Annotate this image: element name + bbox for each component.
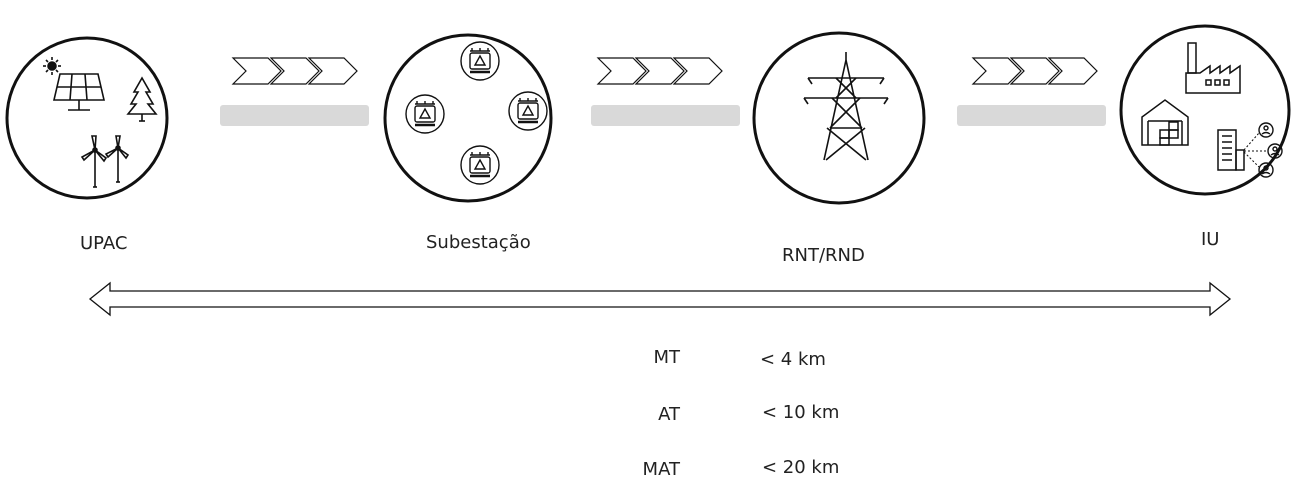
wind-turbine-icon	[80, 135, 130, 188]
connector-2	[591, 57, 740, 126]
chevron-arrows-icon	[231, 57, 358, 85]
connector-3	[957, 57, 1106, 126]
transmission-tower-icon	[803, 52, 889, 161]
chevron-arrows-icon	[596, 57, 723, 85]
transformer-icon	[460, 145, 500, 185]
transformer-icon	[405, 94, 445, 134]
upac-label: UPAC	[80, 233, 128, 254]
connector-bar	[591, 105, 740, 126]
solar-panel-icon	[52, 73, 106, 111]
factory-icon	[1185, 42, 1241, 94]
distance-value: < 4 km	[760, 349, 826, 370]
subestacao-label: Subestação	[426, 232, 531, 253]
upac-node	[5, 36, 169, 200]
distance-level: AT	[658, 404, 680, 425]
rnt-rnd-label: RNT/RND	[782, 245, 865, 266]
person-icon	[1258, 122, 1283, 178]
rnt-rnd-node	[752, 31, 926, 205]
transformer-icon	[508, 91, 548, 131]
warehouse-icon	[1141, 99, 1189, 146]
tree-icon	[126, 76, 158, 122]
chevron-arrows-icon	[971, 57, 1098, 85]
iu-label: IU	[1201, 229, 1220, 250]
distance-level: MT	[653, 347, 680, 368]
transformer-icon	[460, 41, 500, 81]
distance-value: < 20 km	[762, 457, 840, 478]
sun-icon	[43, 57, 61, 75]
distance-level: MAT	[642, 459, 680, 480]
iu-node	[1119, 24, 1291, 196]
connector-bar	[957, 105, 1106, 126]
connector-bar	[220, 105, 369, 126]
distance-value: < 10 km	[762, 402, 840, 423]
double-arrow	[88, 281, 1232, 317]
subestacao-node	[383, 33, 553, 203]
connection-lines	[1243, 132, 1268, 168]
connector-1	[220, 57, 369, 126]
office-building-icon	[1217, 129, 1245, 171]
